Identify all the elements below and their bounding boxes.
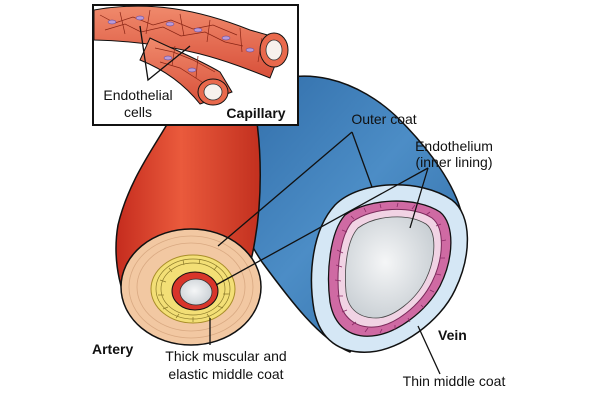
label-thick-coat-1: Thick muscular and [165,348,286,364]
endothelial-cell-mesh [99,9,263,83]
label-artery: Artery [92,341,133,357]
label-endothelium-2: (inner lining) [415,154,492,170]
capillary-inset: Endothelial cells Capillary [92,4,299,126]
label-thin-middle-coat: Thin middle coat [403,373,506,389]
endothelial-nuclei [107,15,255,73]
label-vein: Vein [438,327,467,343]
endothelial-leader [139,25,191,82]
leader-lines [209,131,441,375]
label-endothelium-1: Endothelium [415,138,493,154]
label-endothelial-cells-1: Endothelial [103,87,172,103]
vein [217,75,469,353]
label-thick-coat-2: elastic middle coat [168,366,283,382]
label-capillary: Capillary [226,105,285,121]
outer-coat-leader-vein [351,131,373,188]
endothelium-leader-vein [409,167,429,229]
vein-fibers [334,202,447,334]
vein-lumen [345,216,435,319]
thin-coat-leader [417,325,441,375]
label-outer-coat: Outer coat [351,111,416,127]
endothelium-leader-artery [215,167,429,286]
artery-lumen [179,278,213,306]
outer-coat-leader-artery [217,131,353,247]
artery [115,91,262,346]
label-endothelial-cells-2: cells [124,104,152,120]
